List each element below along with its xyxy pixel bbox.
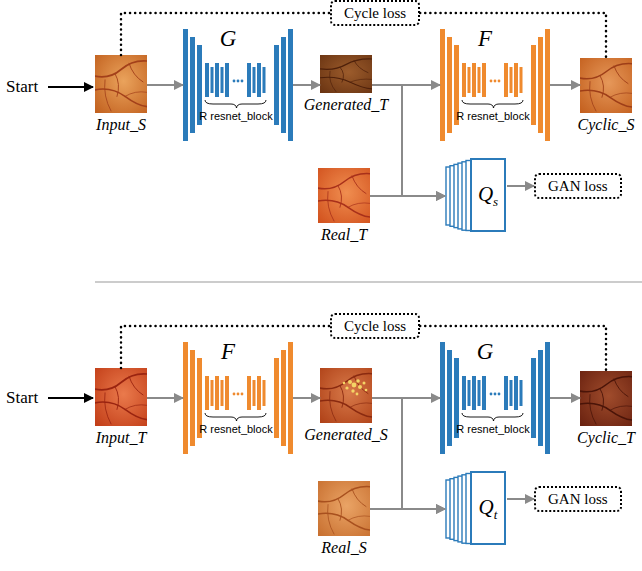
cycle-connector bbox=[420, 13, 606, 58]
block-label: R resnet_block bbox=[456, 423, 529, 436]
flow-arrow bbox=[372, 398, 445, 509]
discriminator-name: Qs bbox=[471, 182, 505, 210]
image-label: Generated_S bbox=[304, 426, 388, 444]
image-label: Real_T bbox=[321, 226, 367, 244]
generator-network: F R resnet_block bbox=[440, 29, 550, 141]
discriminator-stack: Qs bbox=[445, 158, 507, 232]
generator-network: F R resnet_block bbox=[183, 342, 293, 454]
block-label: R resnet_block bbox=[199, 110, 272, 123]
discriminator-letter: Q bbox=[478, 182, 493, 206]
flow-arrow bbox=[293, 84, 320, 86]
image-label: Input_T bbox=[96, 429, 147, 447]
network-name: F bbox=[478, 26, 492, 52]
image-label: Cyclic_S bbox=[578, 116, 635, 134]
image-label: Cyclic_T bbox=[577, 429, 635, 447]
loss-label: Cycle loss bbox=[344, 5, 406, 21]
cycle-connector bbox=[121, 326, 330, 368]
flow-arrow bbox=[550, 84, 580, 86]
fundus-image: Real_T bbox=[318, 168, 370, 223]
block-label: R resnet_block bbox=[199, 423, 272, 436]
image-label: Input_S bbox=[96, 116, 146, 134]
fundus-image: Generated_S bbox=[320, 368, 372, 423]
network-name: G bbox=[220, 26, 237, 52]
flow-arrow bbox=[507, 498, 534, 500]
fundus-image: Cyclic_T bbox=[580, 371, 632, 426]
image-label: Real_S bbox=[321, 539, 366, 557]
loss-box: Cycle loss bbox=[330, 0, 420, 26]
network-name: F bbox=[221, 339, 235, 365]
flow-arrow bbox=[147, 84, 183, 86]
generator-network: G R resnet_block bbox=[440, 342, 550, 454]
discriminator-stack: Qt bbox=[445, 471, 507, 545]
flow-arrow bbox=[550, 397, 580, 399]
subscript: s bbox=[493, 194, 498, 209]
loss-box: Cycle loss bbox=[330, 313, 420, 339]
subscript: t bbox=[494, 507, 498, 522]
fundus-image: Generated_T bbox=[320, 55, 372, 93]
fundus-image: Real_S bbox=[318, 481, 370, 536]
discriminator-letter: Q bbox=[479, 495, 494, 519]
loss-label: GAN loss bbox=[548, 491, 608, 507]
fundus-image: Cyclic_S bbox=[580, 58, 632, 113]
generator-network: G R resnet_block bbox=[183, 29, 293, 141]
block-label: R resnet_block bbox=[456, 110, 529, 123]
loss-label: GAN loss bbox=[548, 178, 608, 194]
flow-arrow bbox=[370, 508, 445, 510]
cycle-connector bbox=[121, 13, 330, 55]
fundus-image: Input_S bbox=[95, 55, 147, 113]
loss-label: Cycle loss bbox=[344, 318, 406, 334]
loss-box: GAN loss bbox=[534, 173, 622, 199]
cycle-connector bbox=[420, 326, 606, 371]
flow-arrow bbox=[147, 397, 183, 399]
fundus-image: Input_T bbox=[95, 368, 147, 426]
start-label: Start bbox=[6, 77, 38, 97]
flow-arrow bbox=[370, 195, 445, 197]
discriminator-name: Qt bbox=[471, 495, 505, 523]
flow-arrow bbox=[507, 185, 534, 187]
flow-arrow bbox=[293, 397, 320, 399]
loss-box: GAN loss bbox=[534, 486, 622, 512]
image-label: Generated_T bbox=[304, 96, 388, 114]
start-label: Start bbox=[6, 388, 38, 408]
network-name: G bbox=[477, 339, 494, 365]
